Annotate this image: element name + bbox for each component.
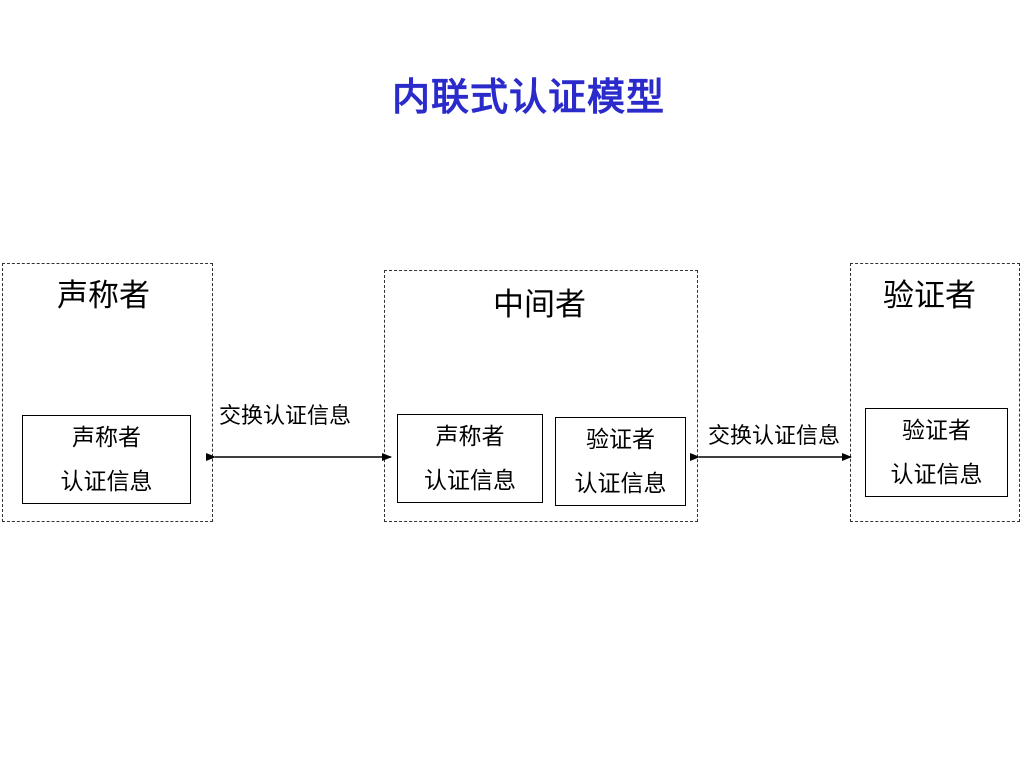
exchange-label-left: 交换认证信息: [219, 404, 352, 429]
intermediary-claimant-info-line2: 认证信息: [424, 467, 516, 494]
claimant-auth-info-line2: 认证信息: [60, 468, 153, 495]
verifier-auth-info-line2: 认证信息: [890, 461, 983, 488]
page-title: 内联式认证模型: [392, 75, 666, 119]
intermediary-verifier-info-line2: 认证信息: [574, 470, 667, 497]
intermediary-verifier-info-box: 验证者 认证信息: [555, 417, 686, 506]
intermediary-claimant-info-box: 声称者 认证信息: [397, 414, 543, 503]
claimant-auth-info-line1: 声称者: [72, 424, 141, 451]
claimant-box: 声称者 声称者 认证信息: [2, 263, 213, 522]
claimant-title: 声称者: [57, 278, 150, 314]
verifier-auth-info-box: 验证者 认证信息: [865, 408, 1008, 497]
intermediary-box: 中间者 声称者 认证信息 验证者 认证信息: [384, 270, 698, 522]
exchange-label-right: 交换认证信息: [708, 424, 841, 449]
verifier-auth-info-line1: 验证者: [902, 417, 971, 444]
intermediary-title: 中间者: [493, 287, 586, 323]
intermediary-claimant-info-line1: 声称者: [435, 423, 505, 450]
intermediary-verifier-info-line1: 验证者: [586, 426, 655, 453]
verifier-title: 验证者: [883, 278, 976, 314]
verifier-box: 验证者 验证者 认证信息: [850, 263, 1020, 522]
claimant-auth-info-box: 声称者 认证信息: [22, 415, 191, 504]
